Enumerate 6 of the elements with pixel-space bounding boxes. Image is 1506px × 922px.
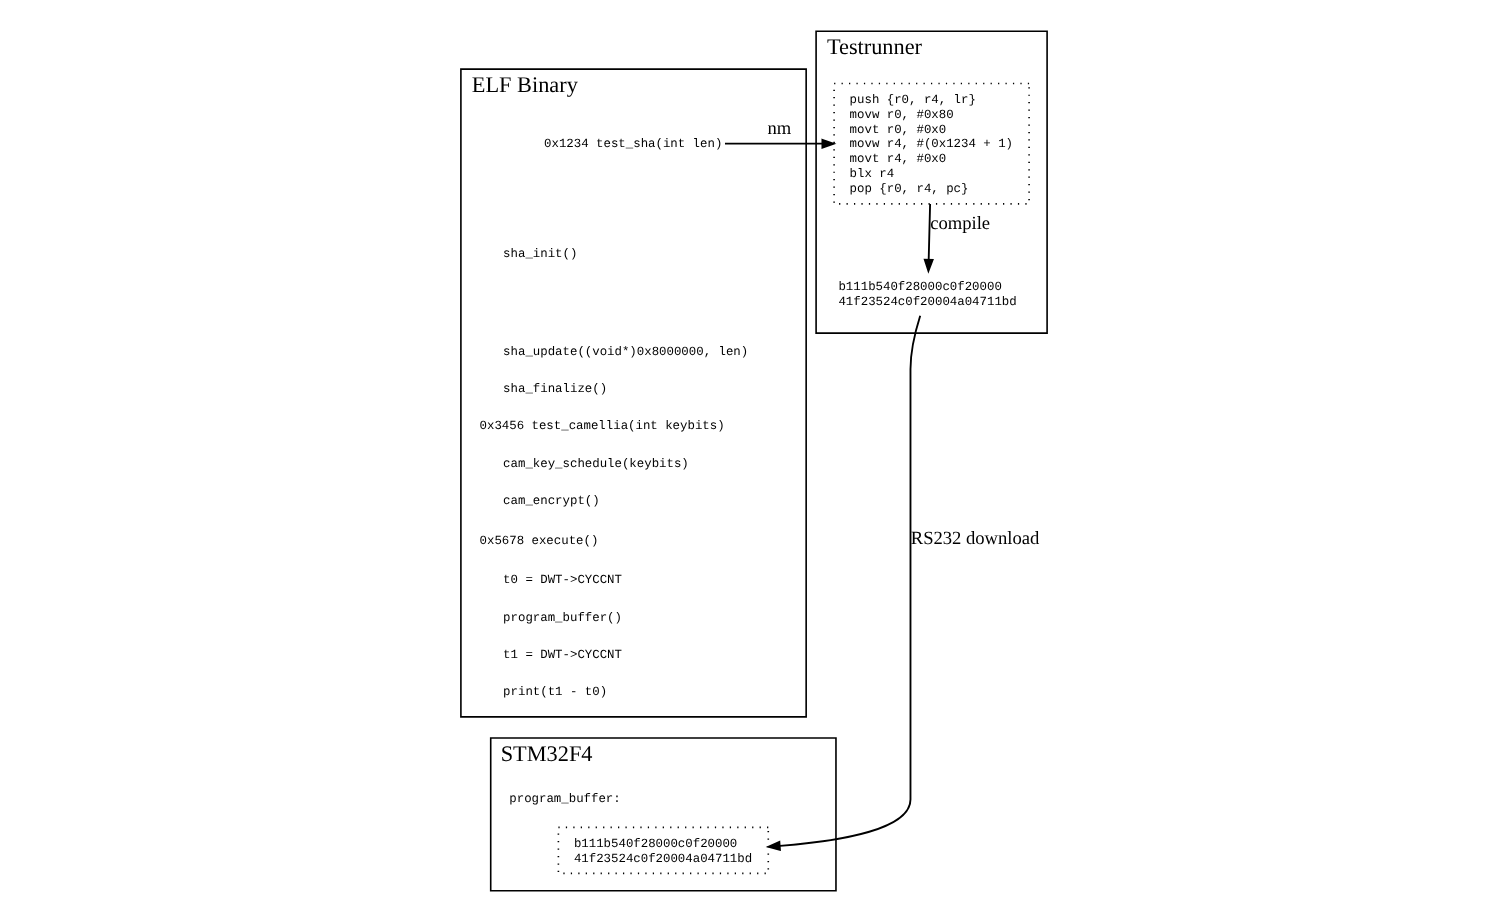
edge-label: compile (929, 214, 990, 235)
edge-label: RS232 download (909, 530, 1039, 551)
arrow (764, 314, 921, 851)
arrow (723, 138, 836, 149)
arrow (922, 203, 933, 274)
edge-label: nm (766, 119, 791, 140)
